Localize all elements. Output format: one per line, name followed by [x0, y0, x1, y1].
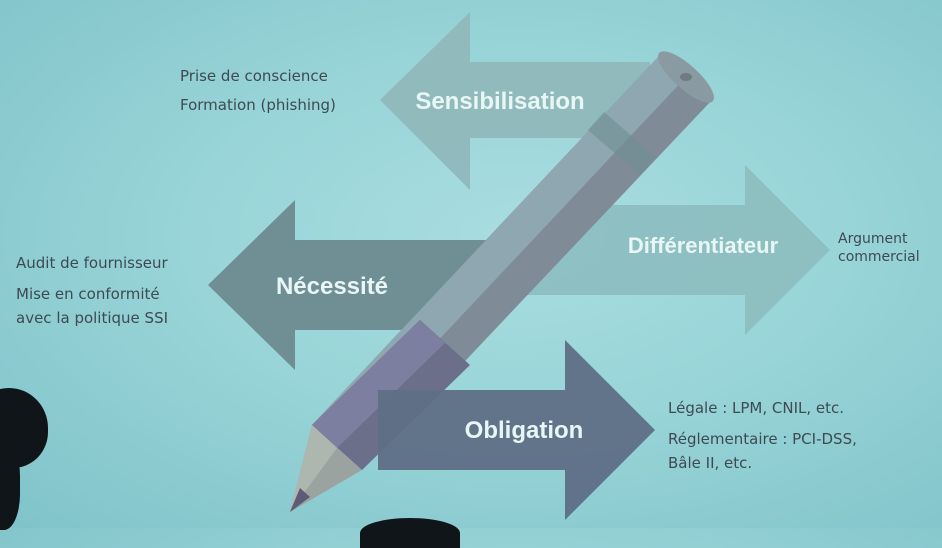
diagram-canvas: Sensibilisation Différentiateur Nécessit… [208, 12, 830, 520]
note-line: commercial [838, 249, 920, 266]
necessite-notes: Audit de fournisseur Mise en conformité … [16, 252, 168, 330]
foreground-shoulder-left [0, 440, 20, 530]
differentiateur-title: Différentiateur [628, 233, 779, 258]
note-line: avec la politique SSI [16, 308, 169, 327]
note-line: Légale : LPM, CNIL, etc. [668, 399, 845, 417]
differentiateur-notes: Argument commercial [838, 230, 920, 266]
obligation-notes: Légale : LPM, CNIL, etc. Réglementaire :… [668, 397, 857, 475]
note-line: Audit de fournisseur [16, 254, 168, 272]
sensibilisation-title: Sensibilisation [415, 88, 584, 115]
note-line: Réglementaire : PCI-DSS, [668, 430, 857, 449]
note-line: Bâle II, etc. [668, 453, 753, 472]
sensibilisation-arrow: Sensibilisation [380, 12, 650, 190]
necessite-title: Nécessité [276, 273, 388, 300]
obligation-title: Obligation [465, 417, 584, 444]
foreground-head-bottom [360, 518, 460, 548]
note-line: Prise de conscience [180, 67, 328, 85]
slide: Sensibilisation Différentiateur Nécessit… [0, 12, 920, 548]
obligation-arrow: Obligation [378, 340, 655, 520]
note-line: Mise en conformité [16, 285, 160, 304]
note-line: Argument [838, 231, 908, 247]
note-line: Formation (phishing) [180, 96, 336, 115]
sensibilisation-notes: Prise de conscience Formation (phishing) [180, 65, 336, 118]
